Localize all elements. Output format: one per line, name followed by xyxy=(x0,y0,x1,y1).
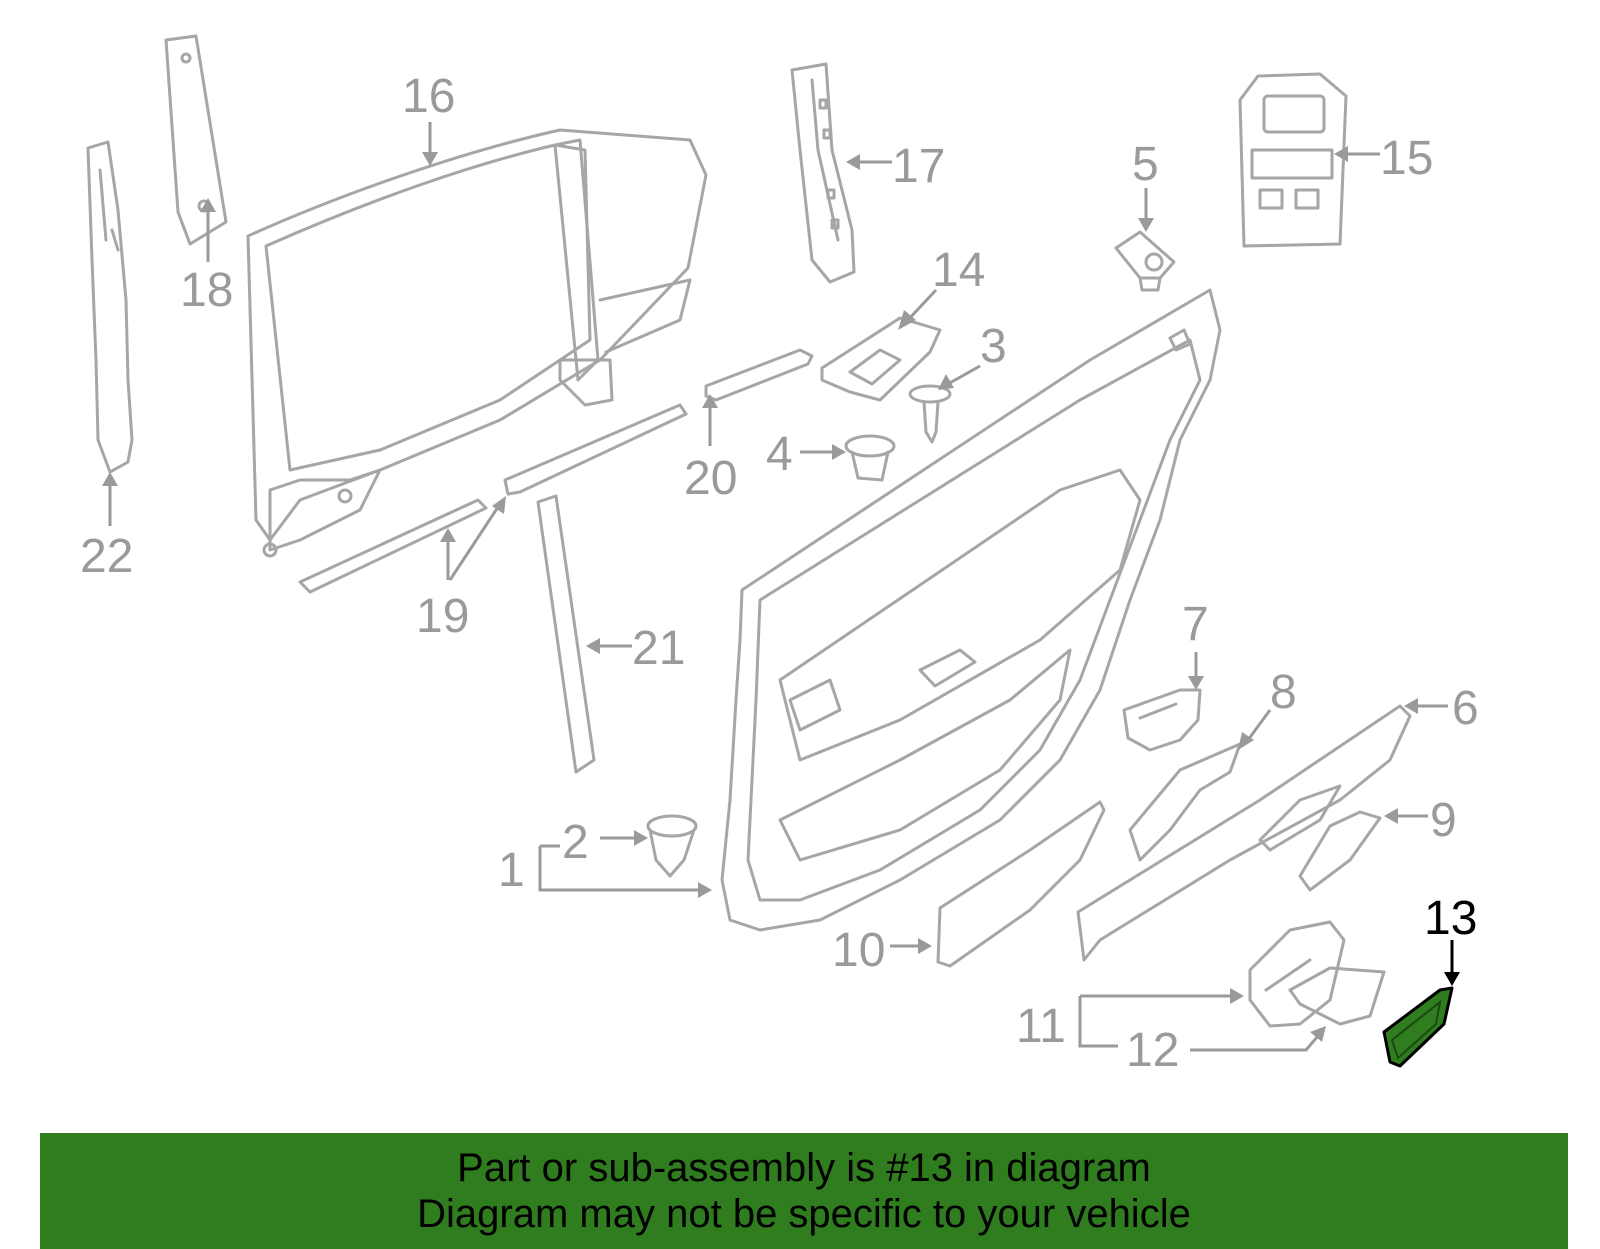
part-18-pillar-strip xyxy=(164,34,228,246)
part-3-screw xyxy=(908,384,952,444)
callout-12: 12 xyxy=(1126,1024,1179,1077)
part-8-pull-handle xyxy=(1128,742,1242,862)
banner-line-2: Diagram may not be specific to your vehi… xyxy=(417,1192,1191,1236)
callout-6: 6 xyxy=(1452,682,1479,735)
callout-15: 15 xyxy=(1380,132,1433,185)
callout-3: 3 xyxy=(980,320,1007,373)
callout-14: 14 xyxy=(932,244,985,297)
callout-13: 13 xyxy=(1424,892,1477,945)
callout-17: 17 xyxy=(892,140,945,193)
callout-21: 21 xyxy=(632,622,685,675)
callout-18: 18 xyxy=(180,264,233,317)
info-banner: Part or sub-assembly is #13 in diagram D… xyxy=(40,1133,1568,1249)
callout-20: 20 xyxy=(684,452,737,505)
part-11-switch-unit xyxy=(1248,920,1346,1028)
callout-4: 4 xyxy=(766,428,793,481)
part-9-handle-cover xyxy=(1298,810,1382,892)
callout-10: 10 xyxy=(832,924,885,977)
part-7-handle-bracket xyxy=(1122,688,1202,752)
part-10-map-pocket xyxy=(936,800,1106,968)
callout-1: 1 xyxy=(498,844,525,897)
callout-22: 22 xyxy=(80,530,133,583)
part-20-trim-strip xyxy=(704,348,814,402)
part-1-door-trim-panel xyxy=(720,288,1222,932)
callout-11: 11 xyxy=(1016,1000,1066,1053)
part-15-switch-panel xyxy=(1238,72,1348,248)
callout-5: 5 xyxy=(1132,138,1159,191)
parts-diagram: 16 18 22 17 15 5 14 3 4 20 19 21 1 2 7 8… xyxy=(80,34,1479,1077)
callout-8: 8 xyxy=(1270,666,1297,719)
part-19-belt-moulding xyxy=(298,403,688,594)
callout-7: 7 xyxy=(1182,598,1209,651)
part-5-cover xyxy=(1114,230,1176,292)
part-2-push-clip xyxy=(646,814,698,878)
part-4-clip xyxy=(844,434,896,482)
part-21-vertical-strip xyxy=(536,494,596,774)
part-17-pillar-seal xyxy=(790,62,856,284)
banner-line-1: Part or sub-assembly is #13 in diagram xyxy=(457,1146,1151,1190)
callout-2: 2 xyxy=(562,816,589,869)
part-12-bezel xyxy=(1288,966,1386,1026)
part-13-highlighted-cover[interactable] xyxy=(1382,986,1454,1068)
part-6-armrest-trim xyxy=(1076,704,1412,962)
callout-16: 16 xyxy=(402,70,455,123)
part-16-window-frame xyxy=(246,128,708,558)
callout-19: 19 xyxy=(416,590,469,643)
callout-labels: 16 18 22 17 15 5 14 3 4 20 19 21 1 2 7 8… xyxy=(80,70,1479,1077)
callout-9: 9 xyxy=(1430,794,1457,847)
leader-lines xyxy=(102,122,1460,1052)
part-22-pillar-trim xyxy=(86,140,134,474)
